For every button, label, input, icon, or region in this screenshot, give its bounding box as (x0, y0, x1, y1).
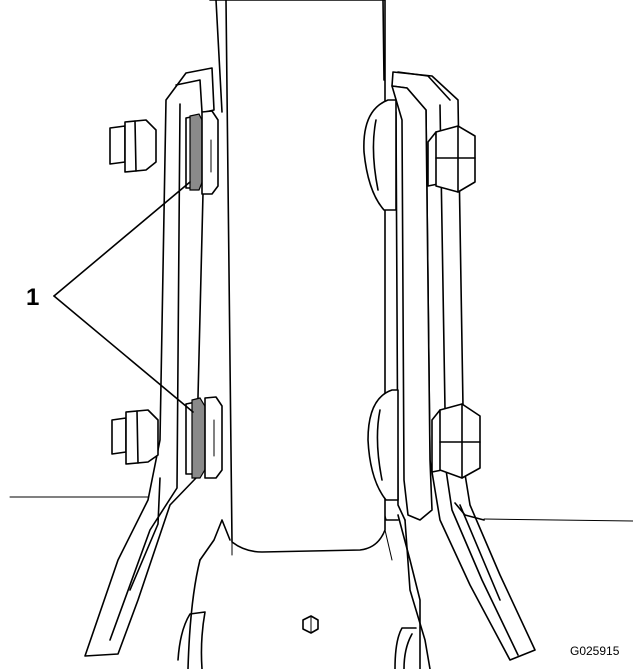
figure-id-label: G025915 (570, 644, 620, 658)
left-upper-bolt (109, 110, 219, 195)
ground-line (9, 496, 633, 522)
callout-label: 1 (26, 284, 39, 311)
left-lower-bolt (111, 396, 223, 479)
callout-leader-lines (53, 181, 194, 413)
lower-body (177, 514, 421, 669)
right-upper-bolt (363, 99, 476, 211)
inner-right-plate (379, 85, 433, 669)
center-tube (209, 0, 393, 561)
right-lower-bolt (367, 389, 481, 501)
